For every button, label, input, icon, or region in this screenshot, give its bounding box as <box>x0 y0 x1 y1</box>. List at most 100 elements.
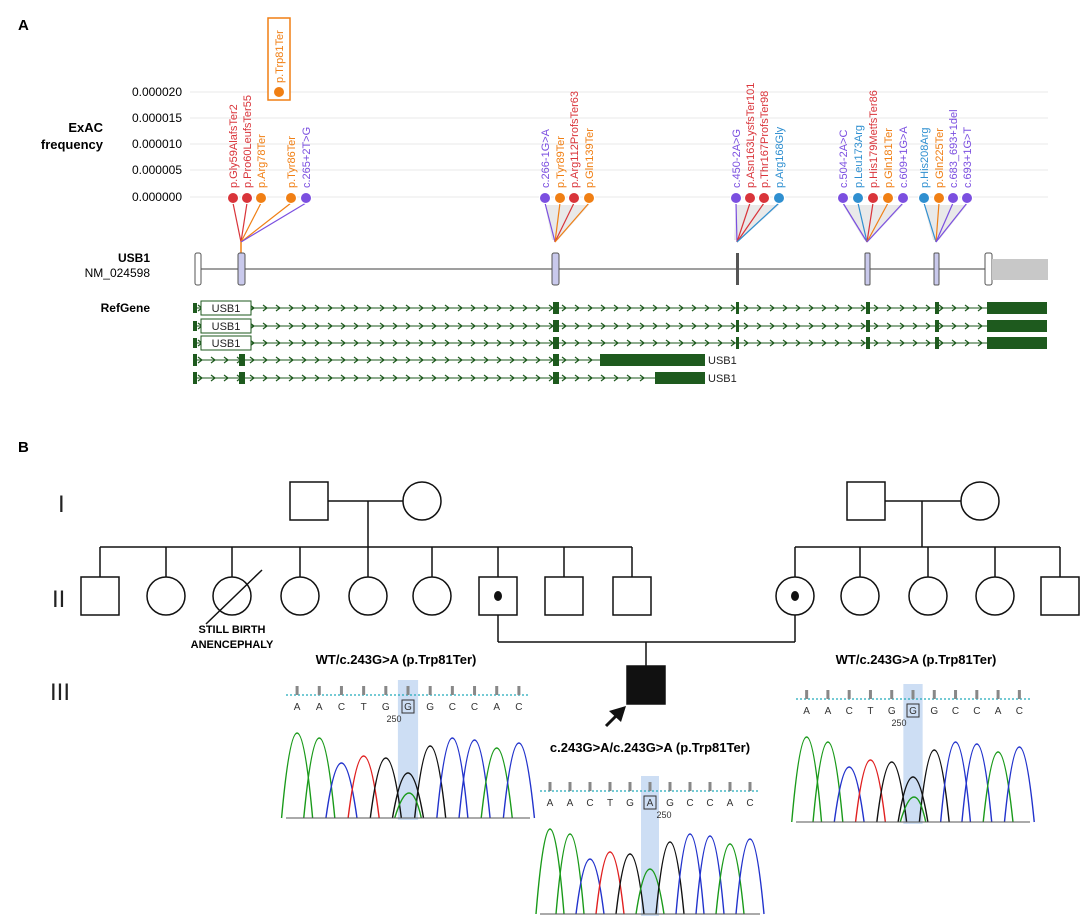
trace-peak <box>918 749 950 823</box>
variant-stem <box>935 202 968 243</box>
exon-2 <box>237 252 246 286</box>
base-call: G <box>382 702 390 713</box>
base-call: C <box>515 702 522 713</box>
base-call: C <box>846 706 853 717</box>
grandfather-maternal <box>846 481 886 521</box>
base-call: A <box>803 706 810 717</box>
trace-peak <box>715 843 745 915</box>
base-tick <box>428 686 432 695</box>
base-tick <box>588 782 592 791</box>
base-tick <box>1017 690 1021 699</box>
variant-label: c.609+1G>A <box>898 126 910 188</box>
track-exon <box>655 372 705 384</box>
track-exon <box>866 320 870 332</box>
track-exon <box>553 354 559 366</box>
variant-label: p.Gln225Ter <box>934 128 946 188</box>
proband-affected <box>626 665 666 705</box>
base-call: A <box>727 798 734 809</box>
variant-dot <box>837 192 849 204</box>
refgene-label: RefGene <box>101 301 151 315</box>
base-tick <box>317 686 321 695</box>
variant-stem <box>866 202 904 243</box>
y-tick-label: 0.000005 <box>132 163 182 177</box>
base-call: C <box>471 702 478 713</box>
called-base-box <box>643 795 657 810</box>
y-axis-label-line2: frequency <box>41 137 104 152</box>
exon-3 <box>551 252 560 286</box>
highlight-column <box>397 680 419 820</box>
trace-peak <box>555 833 585 915</box>
variant-dot <box>568 192 580 204</box>
highlight-variant: p.Trp81Ter <box>267 17 291 101</box>
track-name-box <box>200 318 252 334</box>
pedigree <box>80 481 1080 728</box>
base-call: T <box>607 798 613 809</box>
track-name-box <box>200 335 252 351</box>
variant-stem <box>240 202 262 243</box>
trace-peak <box>347 755 380 819</box>
track-exon <box>239 372 245 384</box>
base-tick <box>975 690 979 699</box>
trace-peak <box>982 751 1014 823</box>
variant-dot <box>918 192 930 204</box>
base-call: C <box>973 706 980 717</box>
base-call: G <box>909 706 917 717</box>
trace-peak <box>325 762 358 819</box>
base-call: A <box>567 798 574 809</box>
track-exon <box>935 302 939 314</box>
trace-peak <box>833 766 865 823</box>
exon-7 <box>984 252 993 286</box>
base-tick <box>568 782 572 791</box>
variant-dot <box>539 192 551 204</box>
variant-label: c.683_693+1del <box>948 109 960 188</box>
highlight-dot <box>273 86 285 98</box>
trace-peak-secondary <box>899 796 927 823</box>
track-exon <box>193 372 197 384</box>
variant-dot <box>758 192 770 204</box>
variant-dot <box>773 192 785 204</box>
trace-peak <box>436 737 469 819</box>
y-tick-label: 0.000015 <box>132 111 182 125</box>
variant-label: c.693+1G>T <box>962 127 974 188</box>
track-exon <box>736 320 739 332</box>
base-tick <box>295 686 299 695</box>
maternal-sibling-female-3 <box>975 576 1015 616</box>
base-call: A <box>647 798 654 809</box>
grandmother-paternal <box>402 481 442 521</box>
base-tick <box>890 690 894 699</box>
base-call: G <box>626 798 634 809</box>
base-tick <box>847 690 851 699</box>
track-exon <box>553 372 559 384</box>
trace-peak <box>303 737 336 819</box>
variant-cone <box>843 205 903 240</box>
base-call: C <box>686 798 693 809</box>
grandfather-paternal <box>289 481 329 521</box>
base-tick <box>826 690 830 699</box>
variant-label: p.His208Arg <box>919 127 931 188</box>
variant-label: c.265+2T>G <box>301 127 313 188</box>
track-exon <box>987 302 1047 314</box>
variant-dot <box>300 192 312 204</box>
proband-arrowhead <box>609 706 626 722</box>
base-call: T <box>361 702 367 713</box>
variant-label: p.Leu173Arg <box>853 125 865 188</box>
variant-stem <box>857 202 868 243</box>
y-axis-label-line1: ExAC <box>68 120 103 135</box>
base-call: C <box>449 702 456 713</box>
highlight-column <box>903 684 923 824</box>
trace-peak <box>413 745 447 819</box>
generation-3: III <box>50 679 70 706</box>
variant-stem <box>240 202 307 243</box>
trace-peak <box>854 759 887 823</box>
refgene-track: USB1 <box>193 300 1047 316</box>
variant-stem <box>554 202 561 243</box>
variant-dot <box>897 192 909 204</box>
variant-dot <box>867 192 879 204</box>
sibling-male-2 <box>544 576 584 616</box>
sibling-male-1 <box>80 576 120 616</box>
variant-dot <box>583 192 595 204</box>
trace-peak <box>812 741 844 823</box>
base-call: A <box>493 702 500 713</box>
